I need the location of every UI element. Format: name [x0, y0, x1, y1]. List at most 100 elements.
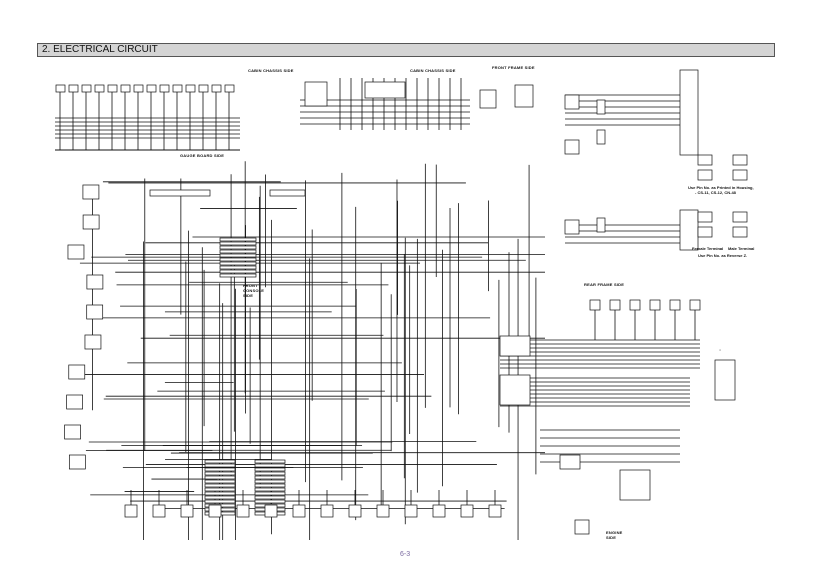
connector: [564, 219, 580, 235]
connector: [149, 189, 211, 197]
connector: [68, 454, 86, 470]
connector: [124, 504, 138, 518]
connector: [264, 504, 278, 518]
connector: [697, 154, 713, 166]
connector: [499, 374, 531, 406]
connector: [499, 335, 531, 357]
connector: [219, 257, 257, 262]
connector: [479, 89, 497, 109]
connector: [649, 299, 661, 311]
connector: [159, 84, 170, 93]
connector: [208, 504, 222, 518]
connector: [596, 217, 606, 233]
connector: [364, 81, 406, 99]
note-pin-printed-1: Use Pin No. as Printed in Housing,: [688, 185, 754, 190]
connector: [589, 299, 601, 311]
connector: [732, 226, 748, 238]
connector: [460, 504, 474, 518]
connector: [219, 273, 257, 278]
section-title: 2. ELECTRICAL CIRCUIT: [42, 44, 158, 55]
connector: [204, 483, 236, 488]
connector: [67, 244, 85, 260]
label-cabin-chassis-side-1: CABIN CHASSIS SIDE: [248, 68, 294, 73]
connector: [219, 253, 257, 258]
connector: [732, 154, 748, 166]
connector: [269, 189, 306, 197]
connector: [514, 84, 534, 108]
connector: [254, 491, 286, 496]
connector: [236, 504, 250, 518]
connector: [609, 299, 621, 311]
connector: [219, 265, 257, 270]
connector: [254, 499, 286, 504]
connector: [152, 504, 166, 518]
note-pin-printed-2: - CS-11, CS-12, CN-48: [695, 190, 736, 195]
connector: [559, 454, 581, 470]
label-engine-side: ENGINE SIDE: [606, 530, 623, 540]
connector: [292, 504, 306, 518]
connector: [198, 84, 209, 93]
connector: [254, 459, 286, 464]
connector: [68, 364, 86, 380]
connector: [204, 463, 236, 468]
connector: [204, 487, 236, 492]
connector: [254, 483, 286, 488]
connector: [689, 299, 701, 311]
connector: [204, 499, 236, 504]
connector: [320, 504, 334, 518]
connector: [254, 487, 286, 492]
connector: [404, 504, 418, 518]
connector: [94, 84, 105, 93]
connector: [86, 274, 104, 290]
connector: [133, 84, 144, 93]
connector: [304, 81, 328, 107]
connector: [146, 84, 157, 93]
connector: [219, 261, 257, 266]
connector: [679, 209, 699, 251]
connector: [596, 129, 606, 145]
connector: [432, 504, 446, 518]
connector: [55, 84, 66, 93]
connector: [488, 504, 502, 518]
label-gauge-board-side: GAUGE BOARD SIDE: [180, 153, 225, 158]
connector: [82, 184, 100, 200]
connector: [732, 211, 748, 223]
connector: [224, 84, 235, 93]
connector: [204, 475, 236, 480]
connector: [348, 504, 362, 518]
note-pin-reverse: Use Pin No. as Reverse Z.: [698, 253, 748, 258]
connector: [86, 304, 104, 320]
connector: [180, 504, 194, 518]
connector: [185, 84, 196, 93]
connector: [204, 495, 236, 500]
connector: [107, 84, 118, 93]
connector: [254, 467, 286, 472]
connector: [204, 471, 236, 476]
connector: [204, 491, 236, 496]
connector: [219, 269, 257, 274]
connector: [679, 69, 699, 156]
connector: [376, 504, 390, 518]
note-male-terminal: Male Terminal: [728, 246, 755, 251]
connector: [211, 84, 222, 93]
connector: [619, 469, 651, 501]
connector: [596, 99, 606, 115]
label-rear-frame-side: REAR FRAME SIDE: [584, 282, 625, 287]
section-header: 2. ELECTRICAL CIRCUIT: [37, 43, 775, 57]
connector: [732, 169, 748, 181]
connector: [564, 139, 580, 155]
connector: [714, 359, 736, 401]
connector: [204, 479, 236, 484]
connector: [219, 245, 257, 250]
connector: [564, 94, 580, 110]
label-front-console-side: FRONT CONSOLE SIDE: [243, 283, 265, 298]
note-female-terminal: Female Terminal: [692, 246, 724, 251]
connector: [254, 463, 286, 468]
connector: [254, 479, 286, 484]
connector: [697, 226, 713, 238]
wiring: [55, 78, 700, 540]
connector: [120, 84, 131, 93]
connector: [64, 424, 81, 440]
connector: [66, 394, 83, 410]
